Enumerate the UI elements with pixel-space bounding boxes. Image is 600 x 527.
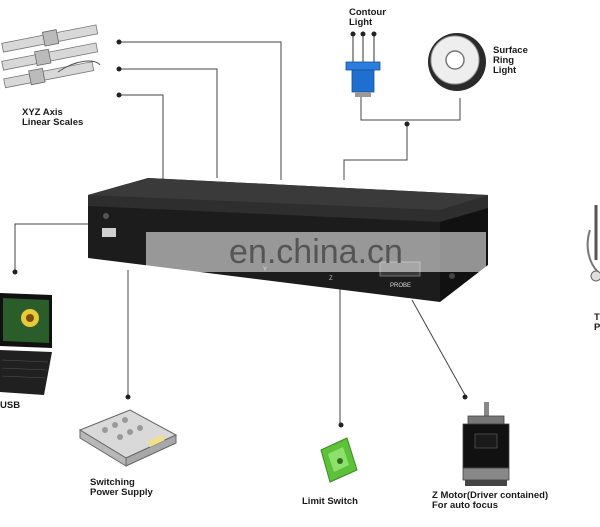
ring-light-label: Surface Ring Light (493, 46, 528, 76)
power-supply-image (80, 410, 176, 466)
usb-label: USB (0, 401, 20, 411)
line-scale-3 (119, 95, 163, 182)
line-scale-1 (119, 42, 281, 180)
port-z-label: Z (329, 276, 333, 282)
watermark: en.china.cn (146, 232, 486, 272)
xyz-axis-label-line2: Linear Scales (22, 118, 83, 128)
line-usb (15, 224, 100, 270)
ring-light-image (428, 33, 486, 91)
touch-probe-image (588, 205, 600, 281)
z-motor-label-line2: For auto focus (432, 501, 548, 511)
ring-light-label-line3: Light (493, 66, 528, 76)
probe-label: PROBE (390, 283, 411, 289)
z-motor-label: Z Motor(Driver contained) For auto focus (432, 491, 548, 511)
touch-probe-label: T P (594, 313, 600, 333)
linear-scales-image (1, 22, 100, 90)
line-lights-to-box (344, 124, 407, 180)
power-supply-label: Switching Power Supply (90, 478, 153, 498)
line-z-motor (412, 300, 465, 395)
line-scale-2 (119, 69, 217, 178)
contour-light-label: Contour Light (349, 8, 386, 28)
limit-switch-label: Limit Switch (302, 497, 358, 507)
contour-light-image (346, 32, 380, 98)
contour-light-label-line2: Light (349, 18, 386, 28)
xyz-axis-label: XYZ Axis Linear Scales (22, 108, 83, 128)
z-motor-image (463, 402, 509, 486)
touch-probe-label-line2: P (594, 323, 600, 333)
laptop-image (0, 293, 52, 395)
limit-switch-image (321, 438, 357, 482)
line-lights (361, 90, 460, 120)
power-supply-label-line2: Power Supply (90, 488, 153, 498)
